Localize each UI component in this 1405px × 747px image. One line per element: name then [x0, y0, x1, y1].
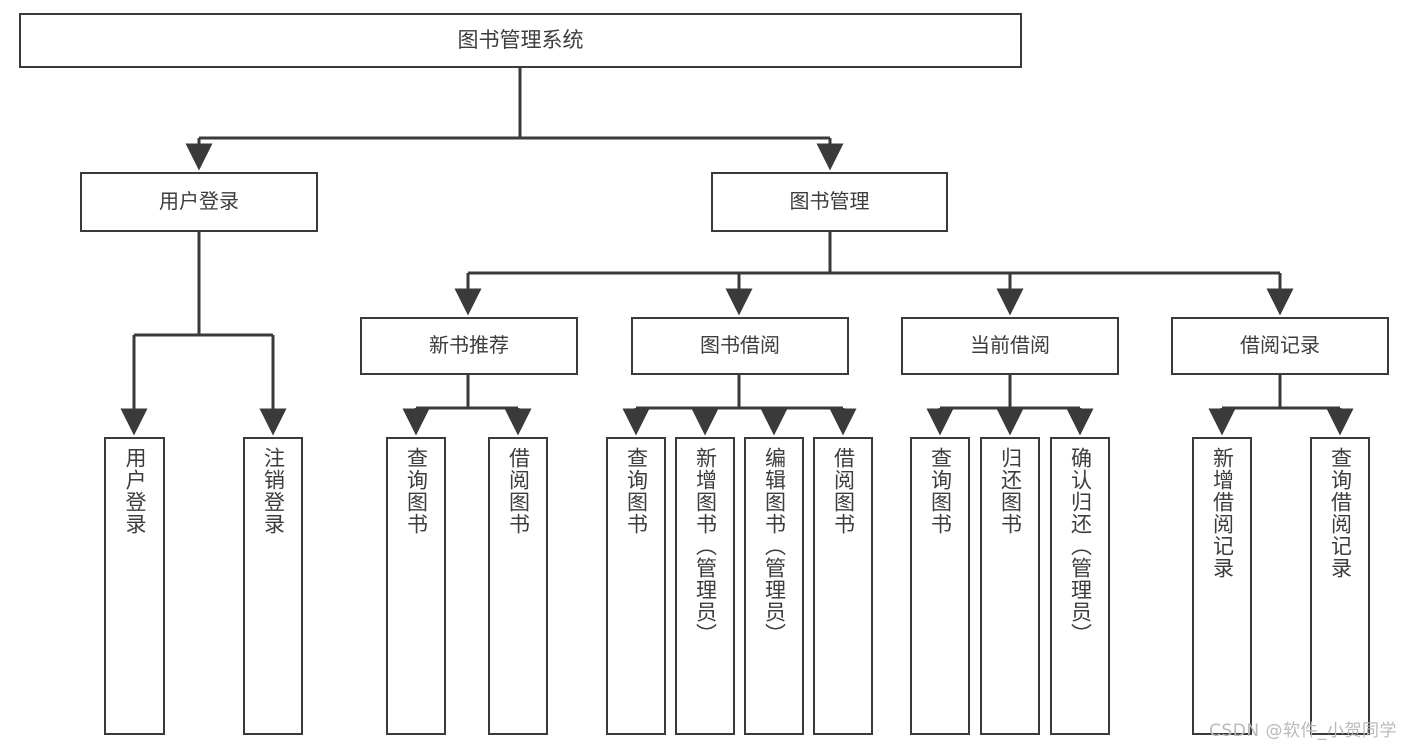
node-borrowing-records[interactable]: 借阅记录	[1171, 317, 1389, 375]
leaf-borrow-edit-book-admin[interactable]: 编辑图书（管理员）	[744, 437, 804, 735]
leaf-user-login-logout[interactable]: 注销登录	[243, 437, 303, 735]
leaf-current-query-books[interactable]: 查询图书	[910, 437, 970, 735]
node-label: 图书管理系统	[457, 28, 584, 53]
leaf-new-book-query-books[interactable]: 查询图书	[386, 437, 446, 735]
node-label: 借阅图书	[506, 447, 531, 535]
leaf-new-book-borrow-books[interactable]: 借阅图书	[488, 437, 548, 735]
node-label: 新书推荐	[429, 333, 509, 358]
node-label: 查询借阅记录	[1328, 447, 1353, 579]
node-label: 确认归还（管理员）	[1068, 447, 1093, 645]
leaf-borrow-query-books[interactable]: 查询图书	[606, 437, 666, 735]
leaf-current-return-books[interactable]: 归还图书	[980, 437, 1040, 735]
node-book-borrowing[interactable]: 图书借阅	[631, 317, 849, 375]
node-label: 注销登录	[261, 447, 286, 535]
leaf-user-login-login[interactable]: 用户登录	[104, 437, 165, 735]
leaf-borrow-add-book-admin[interactable]: 新增图书（管理员）	[675, 437, 735, 735]
node-label: 用户登录	[159, 189, 239, 214]
node-label: 图书借阅	[700, 333, 780, 358]
node-label: 编辑图书（管理员）	[762, 447, 787, 645]
node-label: 借阅记录	[1240, 333, 1320, 358]
node-label: 查询图书	[624, 447, 649, 535]
node-label: 新增图书（管理员）	[693, 447, 718, 645]
node-label: 借阅图书	[831, 447, 856, 535]
node-current-borrowing[interactable]: 当前借阅	[901, 317, 1119, 375]
node-label: 查询图书	[928, 447, 953, 535]
node-label: 用户登录	[123, 447, 147, 535]
node-root-book-management-system[interactable]: 图书管理系统	[19, 13, 1022, 68]
node-new-book-recommendation[interactable]: 新书推荐	[360, 317, 578, 375]
node-label: 新增借阅记录	[1210, 447, 1235, 579]
leaf-record-add-borrow-record[interactable]: 新增借阅记录	[1192, 437, 1252, 735]
leaf-record-query-borrow-record[interactable]: 查询借阅记录	[1310, 437, 1370, 735]
node-label: 图书管理	[789, 189, 870, 214]
node-label: 归还图书	[998, 447, 1023, 535]
csdn-watermark: CSDN @软件_小贺同学	[1209, 721, 1397, 741]
node-label: 查询图书	[404, 447, 429, 535]
leaf-borrow-borrow-books[interactable]: 借阅图书	[813, 437, 873, 735]
node-book-management[interactable]: 图书管理	[711, 172, 948, 232]
node-label: 当前借阅	[970, 333, 1050, 358]
leaf-current-confirm-return-admin[interactable]: 确认归还（管理员）	[1050, 437, 1110, 735]
node-user-login[interactable]: 用户登录	[80, 172, 318, 232]
